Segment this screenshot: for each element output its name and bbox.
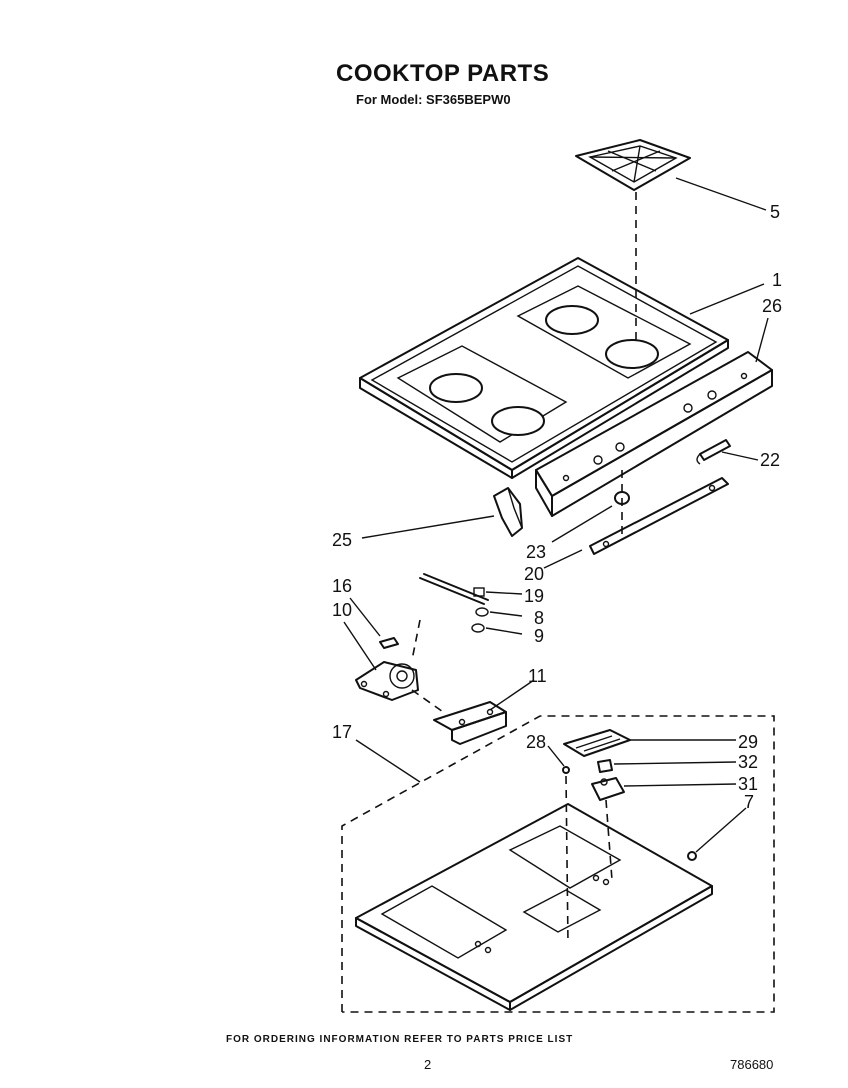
callout-16: 16 <box>332 576 352 596</box>
callout-23: 23 <box>526 542 546 562</box>
callout-26: 26 <box>762 296 782 316</box>
burner-box-boundary <box>341 715 775 1013</box>
callout-25: 25 <box>332 530 352 550</box>
cooktop-panel <box>359 257 729 479</box>
callout-22: 22 <box>760 450 780 470</box>
callout-31: 31 <box>738 774 758 794</box>
page-title: COOKTOP PARTS <box>336 60 550 87</box>
valve-assembly <box>355 619 447 715</box>
model-subtitle: For Model: SF365BEPW0 <box>356 92 511 107</box>
callout-11: 11 <box>528 666 547 686</box>
callout-28: 28 <box>526 732 546 752</box>
page-number: 2 <box>424 1057 432 1072</box>
mounting-bracket <box>433 701 507 745</box>
callout-17: 17 <box>332 722 352 742</box>
callout-5: 5 <box>770 202 780 222</box>
callout-9: 9 <box>534 626 544 646</box>
orifice-assembly <box>562 729 697 945</box>
leader-lines <box>343 177 769 853</box>
burner-box <box>355 803 713 1011</box>
clip-part <box>696 439 731 465</box>
callout-20: 20 <box>524 564 544 584</box>
callout-7: 7 <box>744 792 754 812</box>
callout-8: 8 <box>534 608 544 628</box>
ignitor-rod-assembly <box>419 573 489 633</box>
callout-10: 10 <box>332 600 352 620</box>
document-number: 786680 <box>730 1057 774 1072</box>
callout-32: 32 <box>738 752 758 772</box>
callout-29: 29 <box>738 732 758 752</box>
control-knob <box>493 487 523 537</box>
callout-1: 1 <box>772 270 782 290</box>
bracket-strip <box>589 477 729 555</box>
burner-grate <box>575 139 691 191</box>
callout-19: 19 <box>524 586 544 606</box>
ordering-note: FOR ORDERING INFORMATION REFER TO PARTS … <box>226 1034 574 1045</box>
washer-part <box>614 470 630 540</box>
manifold-panel <box>535 351 773 517</box>
